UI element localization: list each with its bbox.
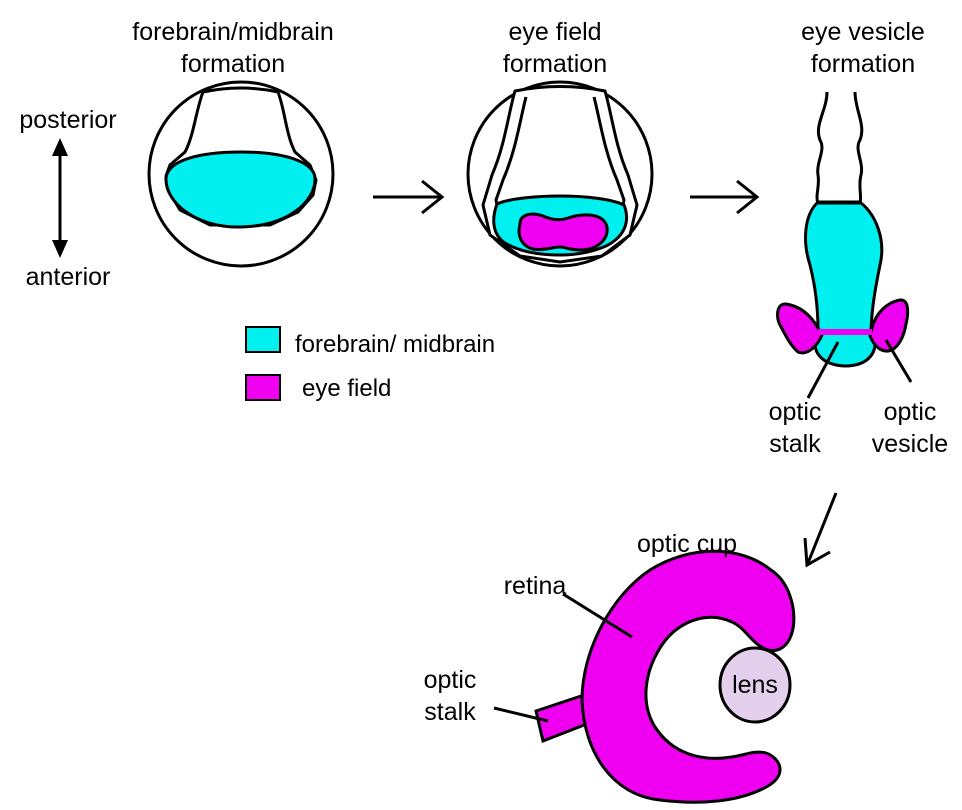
arrow-3-icon (805, 493, 836, 565)
stage-3-optic-vesicle-label-line2: vesicle (872, 430, 948, 458)
stage-title-3: eye vesicle formation (801, 18, 925, 78)
stage-3-optic-stalk-label-line2: stalk (769, 430, 821, 458)
stage-3-neural-tube-posterior (817, 92, 862, 203)
stage-title-3-line2: formation (811, 50, 915, 78)
stage-3-optic-stalk-band (818, 329, 872, 335)
stage-2-embryo (468, 82, 652, 266)
axis-label-posterior: posterior (19, 106, 116, 134)
stage-title-3-line1: eye vesicle (801, 18, 925, 46)
stage-2-eye-field-region (519, 214, 607, 250)
axis-arrow-down-icon (52, 240, 68, 258)
legend-label-eye-field: eye field (302, 375, 391, 402)
legend: forebrain/ midbrain eye field (246, 327, 495, 402)
stage-title-2-line2: formation (503, 50, 607, 78)
optic-cup-stalk-label-line2: stalk (424, 698, 476, 726)
stage-3-optic-vesicle-label-line1: optic (884, 398, 937, 426)
stage-title-1-line2: formation (181, 50, 285, 78)
arrow-2-icon (690, 181, 757, 213)
stage-title-2-line1: eye field (508, 18, 601, 46)
stage-3-optic-stalk-label-line1: optic (769, 398, 822, 426)
optic-cup-title: optic cup (637, 530, 737, 558)
stage-title-2: eye field formation (503, 18, 607, 78)
lens-label: lens (732, 671, 778, 699)
stage-3-embryo (778, 92, 911, 398)
stage-1-embryo (149, 82, 333, 266)
arrow-1-icon (373, 181, 442, 213)
axis-indicator: posterior anterior (19, 106, 116, 291)
stage-3-left-optic-vesicle (778, 304, 822, 353)
axis-arrow-up-icon (52, 138, 68, 156)
legend-swatch-forebrain-midbrain (246, 327, 280, 352)
optic-cup-stalk-label-line1: optic (424, 666, 477, 694)
legend-label-forebrain-midbrain: forebrain/ midbrain (295, 331, 495, 358)
legend-swatch-eye-field (246, 375, 280, 400)
stage-title-1-line1: forebrain/midbrain (132, 18, 334, 46)
axis-label-anterior: anterior (26, 263, 111, 291)
stage-title-1: forebrain/midbrain formation (132, 18, 334, 78)
retina-label: retina (504, 572, 567, 600)
